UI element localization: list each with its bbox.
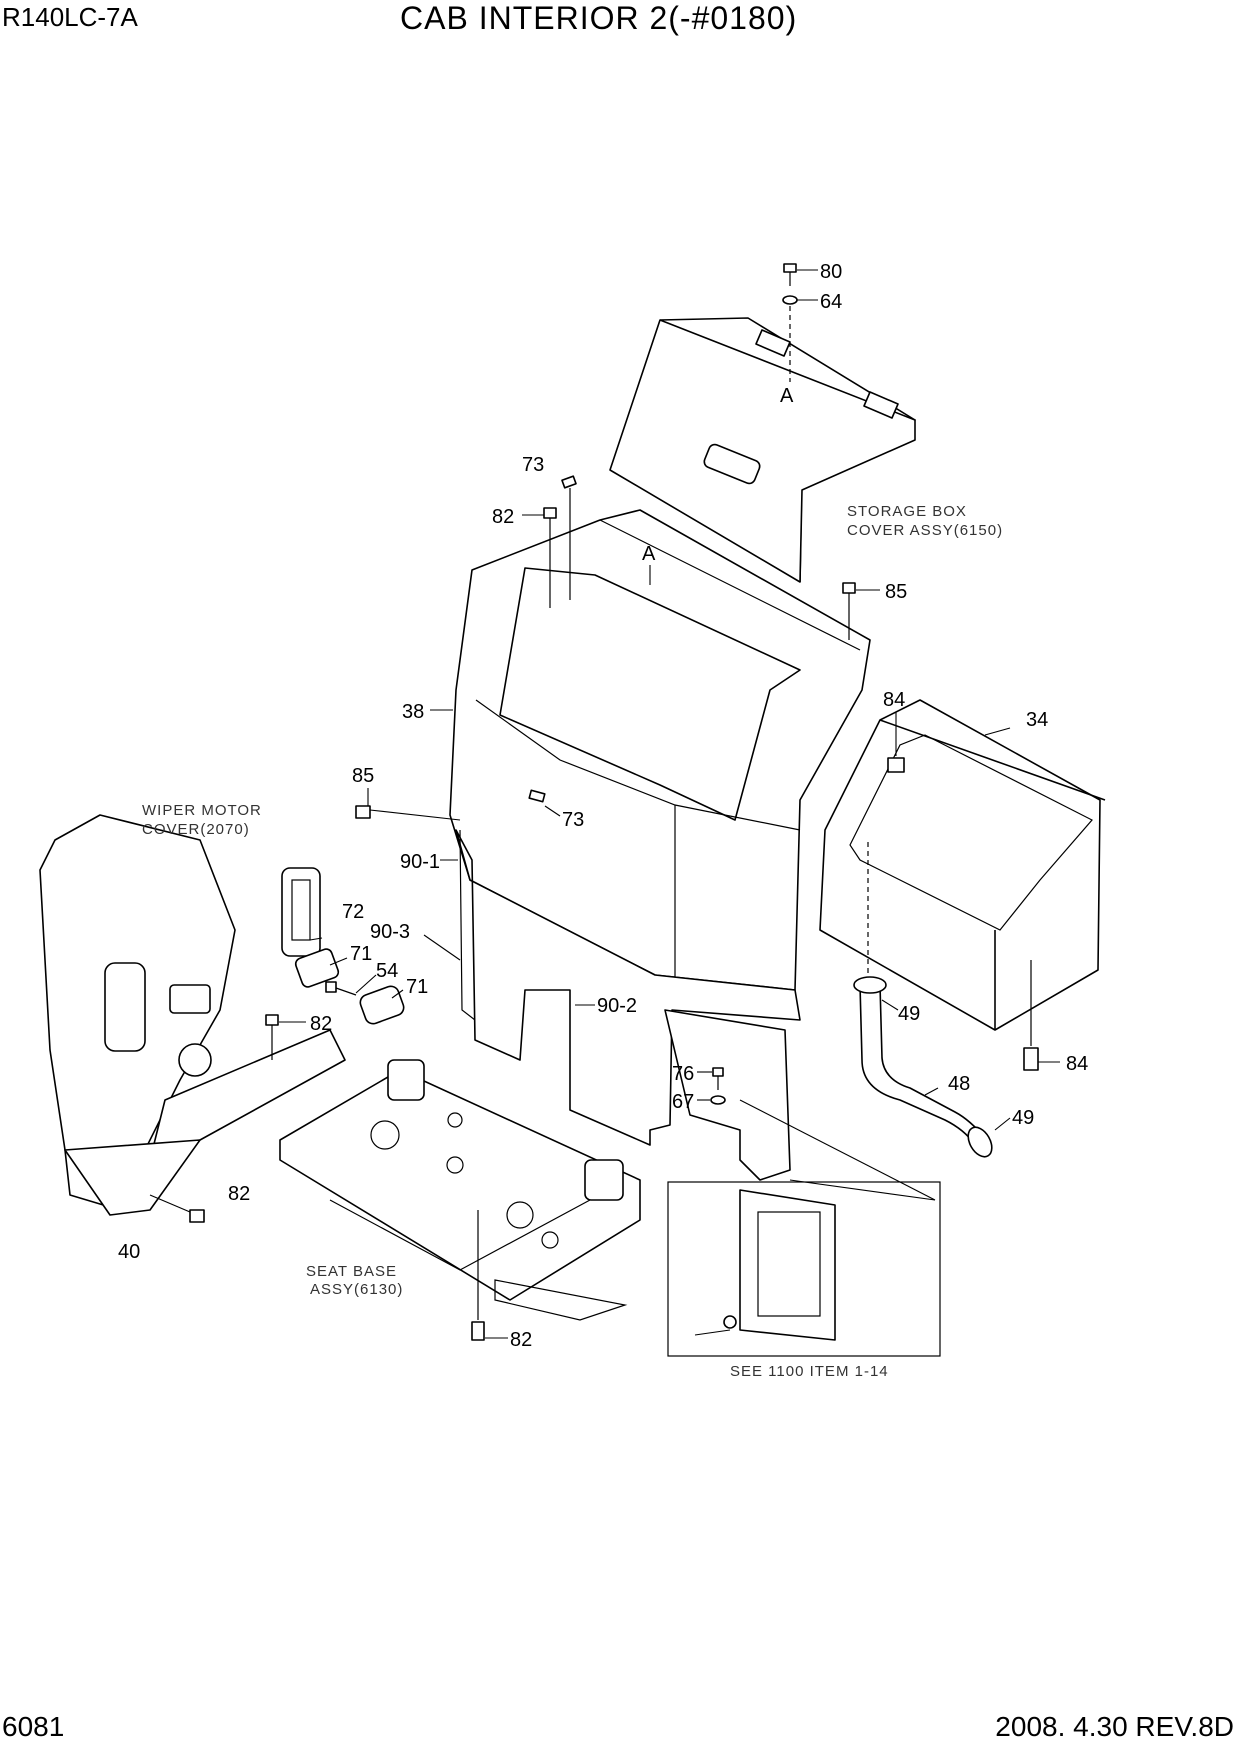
- callout-a-mid: A: [642, 543, 656, 565]
- note-seat-2: ASSY(6130): [310, 1281, 403, 1298]
- callout-82-top: 82: [492, 506, 514, 528]
- bolt-84-top: [887, 712, 905, 773]
- bolt-85-right: [842, 582, 880, 640]
- callout-73-top: 73: [522, 454, 544, 476]
- callout-34: 34: [1026, 709, 1048, 731]
- bolt-84-bottom: [1023, 960, 1060, 1071]
- callout-85-left: 85: [352, 765, 374, 787]
- page-number: 6081: [2, 1711, 65, 1742]
- callout-73-mid: 73: [562, 809, 584, 831]
- grommet-71-b: [359, 985, 405, 1025]
- callout-49-a: 49: [898, 1003, 920, 1025]
- callout-80: 80: [820, 261, 842, 283]
- storage-box-cover: [609, 317, 916, 583]
- model-number: R140LC-7A: [2, 2, 138, 32]
- callout-40: 40: [118, 1241, 140, 1263]
- callout-48: 48: [948, 1073, 970, 1095]
- callout-82-mid: 82: [310, 1013, 332, 1035]
- callout-72: 72: [342, 901, 364, 923]
- note-seat-1: SEAT BASE: [306, 1263, 397, 1280]
- callout-82-left: 82: [228, 1183, 250, 1205]
- page-title: CAB INTERIOR 2(-#0180): [400, 0, 798, 36]
- clip-73-mid: [528, 789, 561, 817]
- storage-box: [819, 699, 1106, 1031]
- wiper-motor-cover: [39, 814, 346, 1216]
- callout-54: 54: [376, 960, 398, 982]
- callout-labels: 80 64 A A 73 82 85 84 34 38 85 73 90-1 7…: [118, 261, 1088, 1351]
- note-storage-box-2: COVER ASSY(6150): [847, 522, 1003, 539]
- bolt-80: [783, 263, 818, 286]
- leader-lines: [309, 565, 1011, 1131]
- screw-54: [325, 981, 357, 996]
- clip-73-top: [561, 475, 577, 600]
- vent-72: [281, 867, 321, 957]
- grommet-71-a: [294, 948, 340, 988]
- callout-38: 38: [402, 701, 424, 723]
- callout-90-1: 90-1: [400, 851, 440, 873]
- callout-49-b: 49: [1012, 1107, 1034, 1129]
- notes: STORAGE BOX COVER ASSY(6150) WIPER MOTOR…: [142, 503, 1003, 1380]
- bolt-76: [697, 1067, 724, 1090]
- note-wiper-2: COVER(2070): [142, 821, 250, 838]
- washer-64: [782, 295, 818, 305]
- bolt-82-top: [522, 507, 557, 608]
- callout-84-top: 84: [883, 689, 905, 711]
- callout-90-3: 90-3: [370, 921, 410, 943]
- callout-76: 76: [672, 1063, 694, 1085]
- callout-90-2: 90-2: [597, 995, 637, 1017]
- callout-64: 64: [820, 291, 842, 313]
- bolt-82-mid: [265, 1014, 306, 1060]
- callout-82-bottom: 82: [510, 1329, 532, 1351]
- callout-84-bottom: 84: [1066, 1053, 1088, 1075]
- callout-71-a: 71: [350, 943, 372, 965]
- callout-85-right: 85: [885, 581, 907, 603]
- bolt-85-left: [355, 788, 461, 821]
- callout-67: 67: [672, 1091, 694, 1113]
- bolt-82-left: [149, 1194, 205, 1223]
- callout-a-top: A: [780, 385, 794, 407]
- note-see-ref: SEE 1100 ITEM 1-14: [730, 1363, 889, 1380]
- bolt-82-bottom: [471, 1210, 508, 1341]
- note-storage-box-1: STORAGE BOX: [847, 503, 967, 520]
- drain-hose: [853, 976, 993, 1158]
- lower-panels: [455, 829, 801, 1181]
- washer-67: [697, 1095, 726, 1105]
- note-wiper-1: WIPER MOTOR: [142, 802, 262, 819]
- callout-71-b: 71: [406, 976, 428, 998]
- rear-cab-panel: [449, 509, 871, 991]
- revision-date: 2008. 4.30 REV.8D: [995, 1711, 1234, 1742]
- seat-base: [279, 1059, 641, 1321]
- reference-detail-box: [667, 1099, 941, 1357]
